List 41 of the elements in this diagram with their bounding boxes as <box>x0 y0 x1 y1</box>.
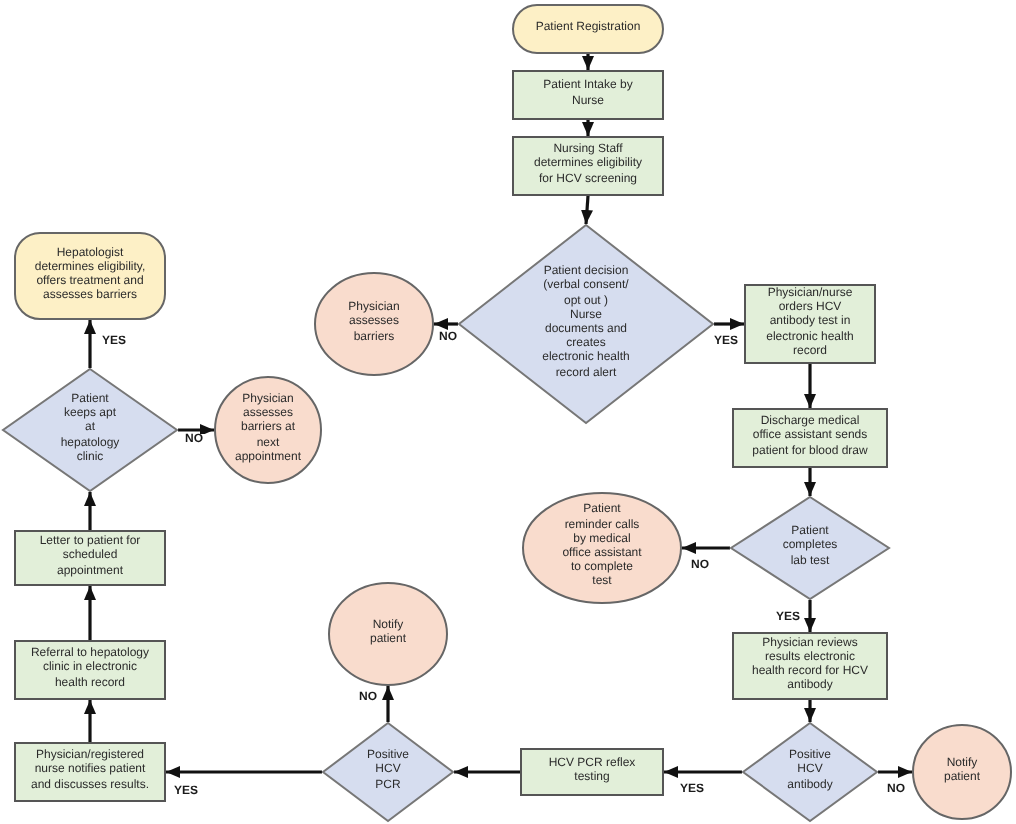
process-box <box>512 70 664 120</box>
arrow <box>454 766 520 778</box>
process-box <box>14 530 166 586</box>
outcome-ellipse <box>328 582 448 686</box>
decision-diamond <box>742 722 878 822</box>
terminal-box <box>512 4 664 54</box>
process-box <box>732 632 888 700</box>
arrow <box>178 424 214 436</box>
decision-diamond <box>2 368 178 492</box>
arrow <box>84 700 96 742</box>
decision-diamond <box>730 496 890 600</box>
process-box <box>14 742 166 802</box>
arrow <box>878 766 912 778</box>
outcome-ellipse <box>522 492 682 604</box>
decision-diamond <box>458 224 714 424</box>
process-box <box>744 284 876 364</box>
process-box <box>732 408 888 468</box>
decision-diamond <box>322 722 454 822</box>
outcome-ellipse <box>214 376 322 484</box>
arrow <box>434 318 458 330</box>
arrow <box>664 766 742 778</box>
arrow <box>582 120 594 136</box>
arrow <box>84 586 96 640</box>
arrow <box>804 468 816 496</box>
process-box <box>520 748 664 796</box>
process-box <box>14 640 166 700</box>
arrow <box>581 195 593 225</box>
arrow <box>382 686 394 722</box>
arrow <box>804 700 816 722</box>
terminal-box <box>14 232 166 320</box>
arrow <box>714 318 744 330</box>
arrow <box>804 364 816 408</box>
arrow <box>582 54 594 70</box>
process-box <box>512 136 664 196</box>
arrow <box>84 492 96 530</box>
arrow <box>682 542 730 554</box>
arrow <box>166 766 322 778</box>
outcome-ellipse <box>314 272 434 376</box>
arrow <box>84 320 96 368</box>
outcome-ellipse <box>912 724 1012 820</box>
arrow <box>804 600 816 632</box>
